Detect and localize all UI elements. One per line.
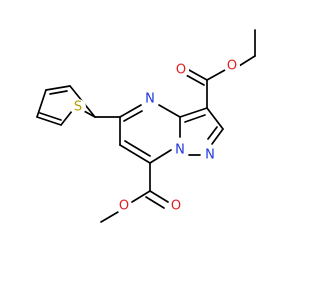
bond-lines	[36, 29, 256, 223]
atom-label-o-ethyl-ether: O	[227, 59, 237, 74]
bond-c5-n4	[119, 104, 142, 118]
atom-oxygen-methyl-ether: O	[116, 198, 132, 214]
bond-c3-c2	[206, 107, 224, 130]
bond-thiophene-c3-c4	[36, 89, 47, 118]
bond-c3a-c3-double	[184, 114, 206, 123]
chemical-structure-diagram: S N N N O O O O	[36, 29, 256, 223]
bond-c2-n2	[211, 128, 224, 145]
bond-thiophene-c2-c3	[36, 116, 62, 126]
atom-oxygen-ethyl-ether: O	[224, 58, 240, 74]
bond-n7a-c7	[149, 149, 172, 164]
atom-label-o-ethyl-carbonyl: O	[176, 63, 186, 78]
bond-thiophene-c4-c5-double	[49, 90, 68, 95]
bond-thiophene-c4-c5	[45, 85, 71, 91]
atom-label-o-methyl-ether: O	[119, 199, 129, 214]
bond-c2-n2-double	[207, 126, 218, 140]
bond-c3a-c3	[179, 107, 208, 118]
atom-oxygen-methyl-carbonyl: O	[168, 198, 184, 214]
atom-nitrogen-pyrimidine: N	[142, 91, 158, 107]
bond-thiophene-c2-c3-double	[39, 112, 62, 121]
bond-c5-n4-double	[123, 110, 143, 122]
atom-label-n-pyrimidine: N	[145, 92, 155, 107]
atom-sulfur: S	[70, 99, 86, 115]
atom-label-s: S	[74, 100, 82, 115]
atom-label-o-methyl-carbonyl: O	[171, 199, 181, 214]
bond-c7-c6-double	[124, 140, 151, 157]
bond-methyl-ester-oxygen	[131, 190, 151, 203]
atom-nitrogen-bridgehead: N	[172, 142, 188, 158]
atom-label-n-pyrazole: N	[205, 148, 215, 163]
bond-ester-carbon-oxygen	[206, 69, 226, 81]
bond-methyl-ester-carbonyl-double	[145, 196, 165, 209]
atom-labels: S N N N O O O O	[70, 58, 240, 214]
atom-oxygen-ethyl-carbonyl: O	[173, 62, 189, 78]
bond-n4-c3a	[158, 104, 181, 118]
bond-ester-oxygen-ch2	[238, 55, 256, 67]
bond-ester-carbonyl-double	[185, 74, 205, 86]
bond-ester-carbonyl	[188, 69, 208, 81]
bond-c7-c6	[119, 144, 151, 164]
bond-methyl-ester-carbonyl	[149, 190, 169, 203]
bond-thiophene-s-c2	[60, 110, 73, 126]
atom-nitrogen-pyrazole: N	[202, 147, 218, 163]
atom-label-n-bridgehead: N	[175, 143, 185, 158]
bond-methoxy-carbon	[100, 211, 119, 223]
